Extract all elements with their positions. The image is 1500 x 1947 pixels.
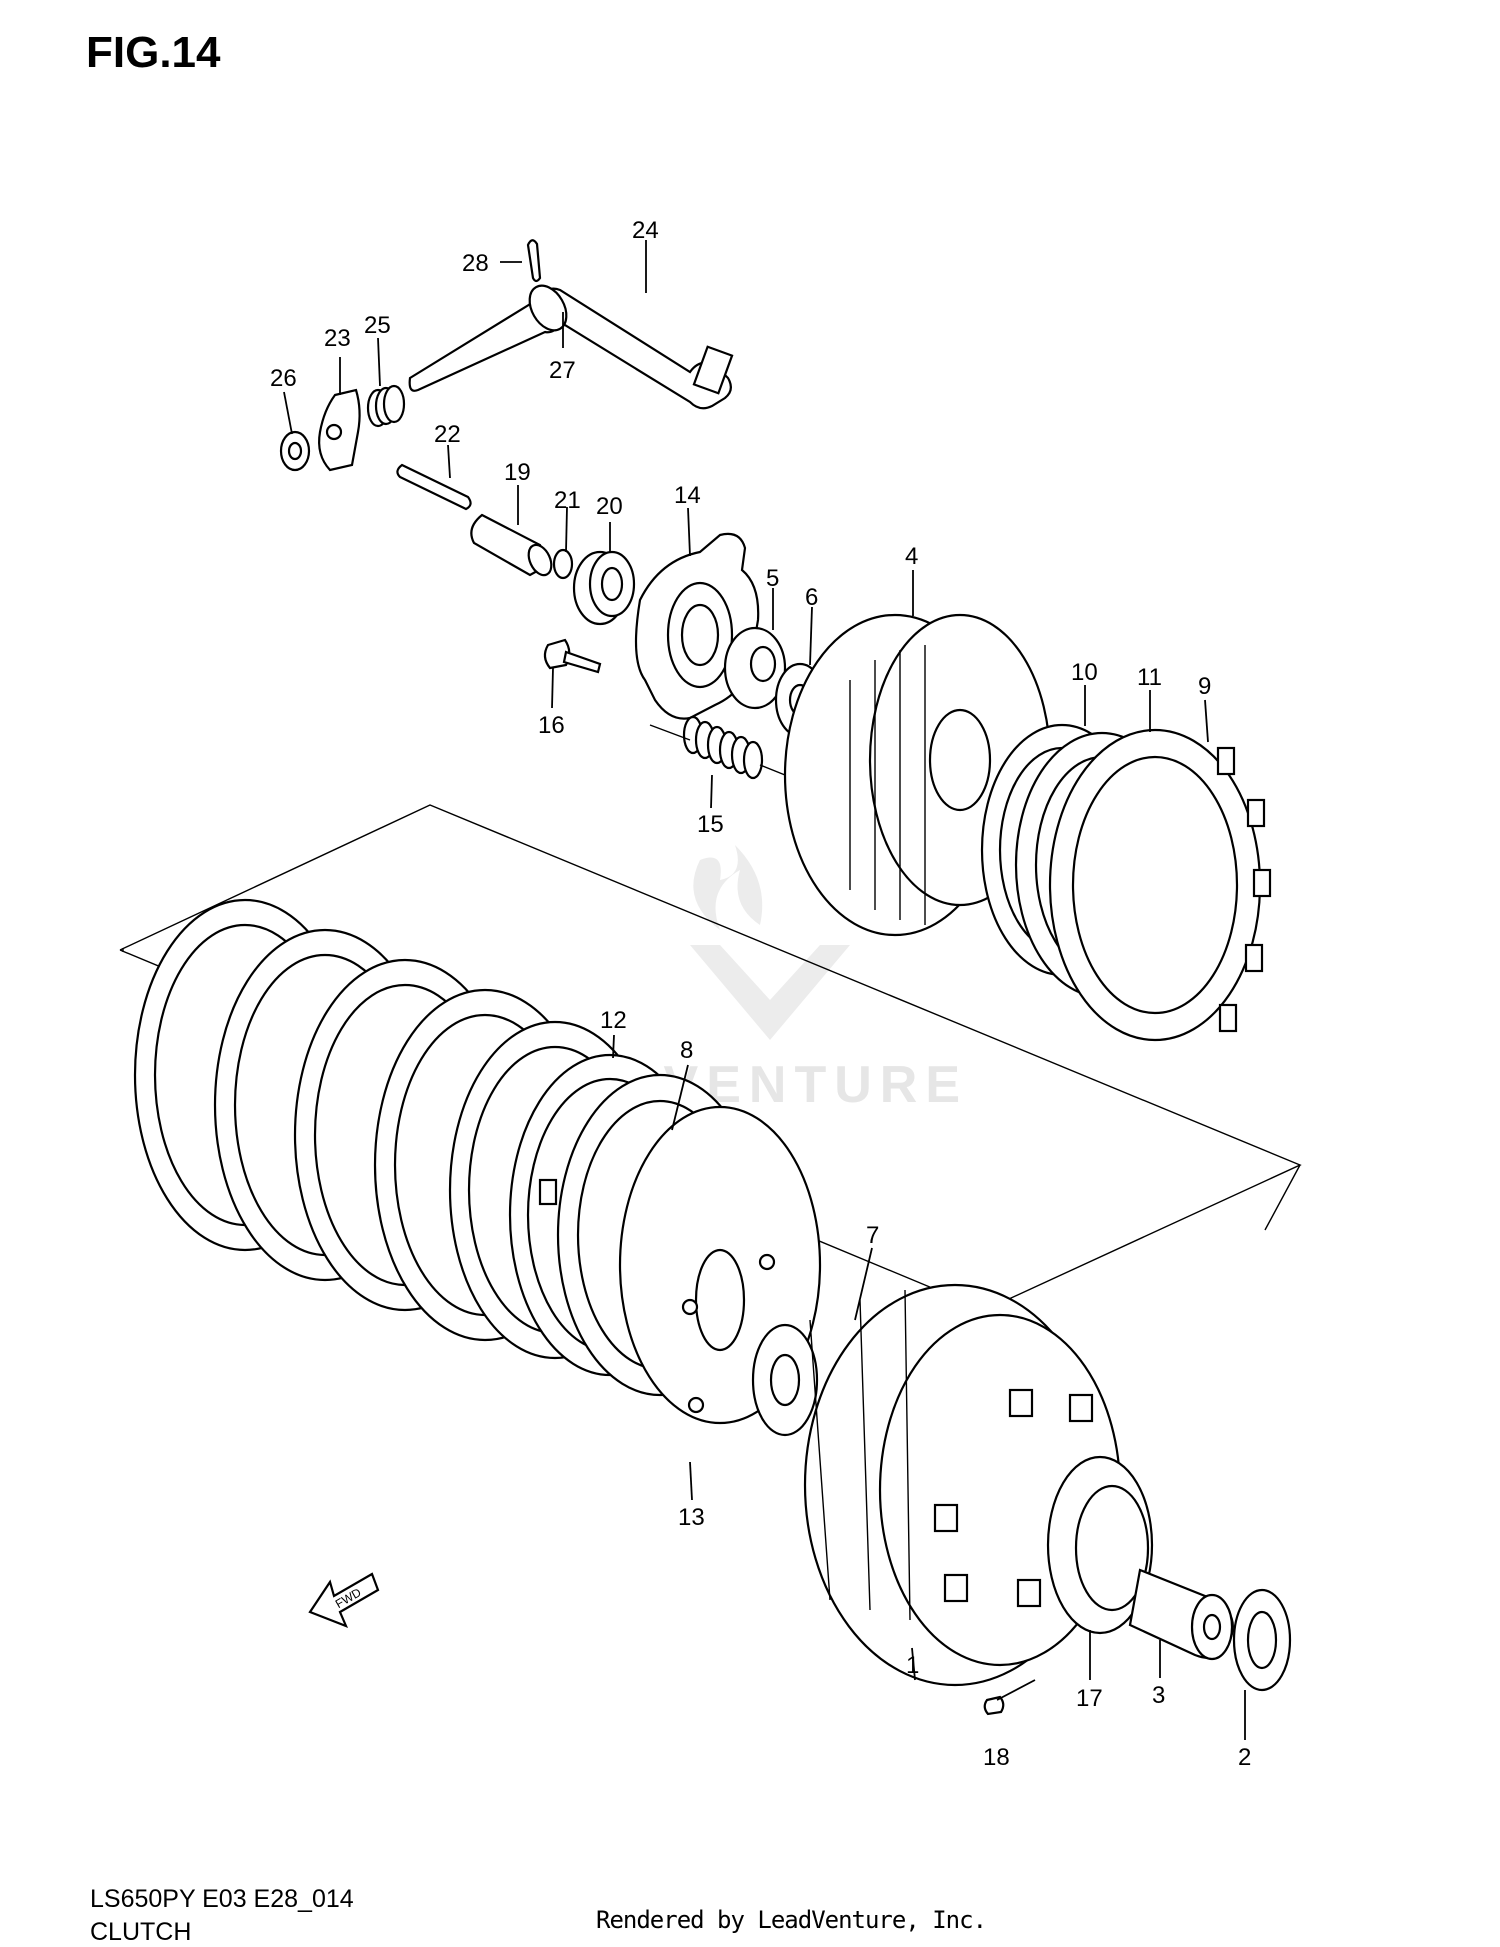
- leader-lines: [283, 240, 1246, 1740]
- credit-text: Rendered by LeadVenture, Inc.: [596, 1906, 987, 1934]
- part-9-drive-plate: [1048, 728, 1272, 1042]
- callout-9: 9: [1198, 673, 1211, 700]
- part-28-cotter-pin: [526, 239, 542, 283]
- callout-27: 27: [549, 357, 576, 384]
- callout-8: 8: [680, 1037, 693, 1064]
- callout-16: 16: [538, 712, 565, 739]
- part-26-washer: [279, 430, 311, 472]
- part-25-spring: [366, 384, 406, 428]
- callout-15: 15: [697, 811, 724, 838]
- callout-14: 14: [674, 482, 701, 509]
- callout-18: 18: [983, 1744, 1010, 1771]
- callout-19: 19: [504, 459, 531, 486]
- callout-4: 4: [905, 543, 918, 570]
- callout-21: 21: [554, 487, 581, 514]
- callout-22: 22: [434, 421, 461, 448]
- part-19-push-piece: [470, 513, 553, 577]
- part-20-bearing: [572, 550, 636, 626]
- watermark-v-icon: [690, 945, 850, 1040]
- watermark-flame-icon: [693, 845, 763, 930]
- part-7-washer: [751, 1323, 819, 1437]
- section-name: CLUTCH: [90, 1918, 192, 1946]
- figure-title: FIG.14: [86, 28, 221, 77]
- callout-23: 23: [324, 325, 351, 352]
- callouts: 28 24 27 23 25 26 22 19 21 20 14 5 6 4 1…: [270, 217, 1251, 1771]
- callout-20: 20: [596, 493, 623, 520]
- frame-edge-right: [1264, 1164, 1301, 1231]
- callout-12: 12: [600, 1007, 627, 1034]
- callout-6: 6: [805, 584, 818, 611]
- callout-13: 13: [678, 1504, 705, 1531]
- part-5-nut: [723, 626, 787, 710]
- part-22-push-rod: [396, 463, 472, 511]
- callout-5: 5: [766, 565, 779, 592]
- part-1-clutch-housing: [803, 1283, 1122, 1687]
- callout-10: 10: [1071, 659, 1098, 686]
- callout-28: 28: [462, 250, 489, 277]
- part-24-release-arm: [408, 284, 734, 410]
- callout-1: 1: [906, 1652, 919, 1679]
- part-18-pin: [983, 1695, 1005, 1716]
- part-15-spring: [649, 715, 786, 780]
- callout-7: 7: [866, 1222, 879, 1249]
- callout-11: 11: [1137, 664, 1162, 691]
- part-17-gear: [1046, 1455, 1154, 1635]
- callout-24: 24: [632, 217, 659, 244]
- callout-2: 2: [1238, 1744, 1251, 1771]
- part-3-spacer: [1128, 1568, 1234, 1661]
- model-code: LS650PY E03 E28_014: [90, 1885, 354, 1913]
- callout-17: 17: [1076, 1685, 1103, 1712]
- part-23-lever-plate: [318, 388, 361, 472]
- callout-26: 26: [270, 365, 297, 392]
- fwd-arrow-icon: FWD: [308, 1572, 380, 1628]
- part-21-o-ring: [552, 548, 574, 580]
- callout-3: 3: [1152, 1682, 1165, 1709]
- part-16-bolt: [543, 638, 602, 674]
- callout-25: 25: [364, 312, 391, 339]
- part-2-thrust-washer: [1232, 1588, 1292, 1692]
